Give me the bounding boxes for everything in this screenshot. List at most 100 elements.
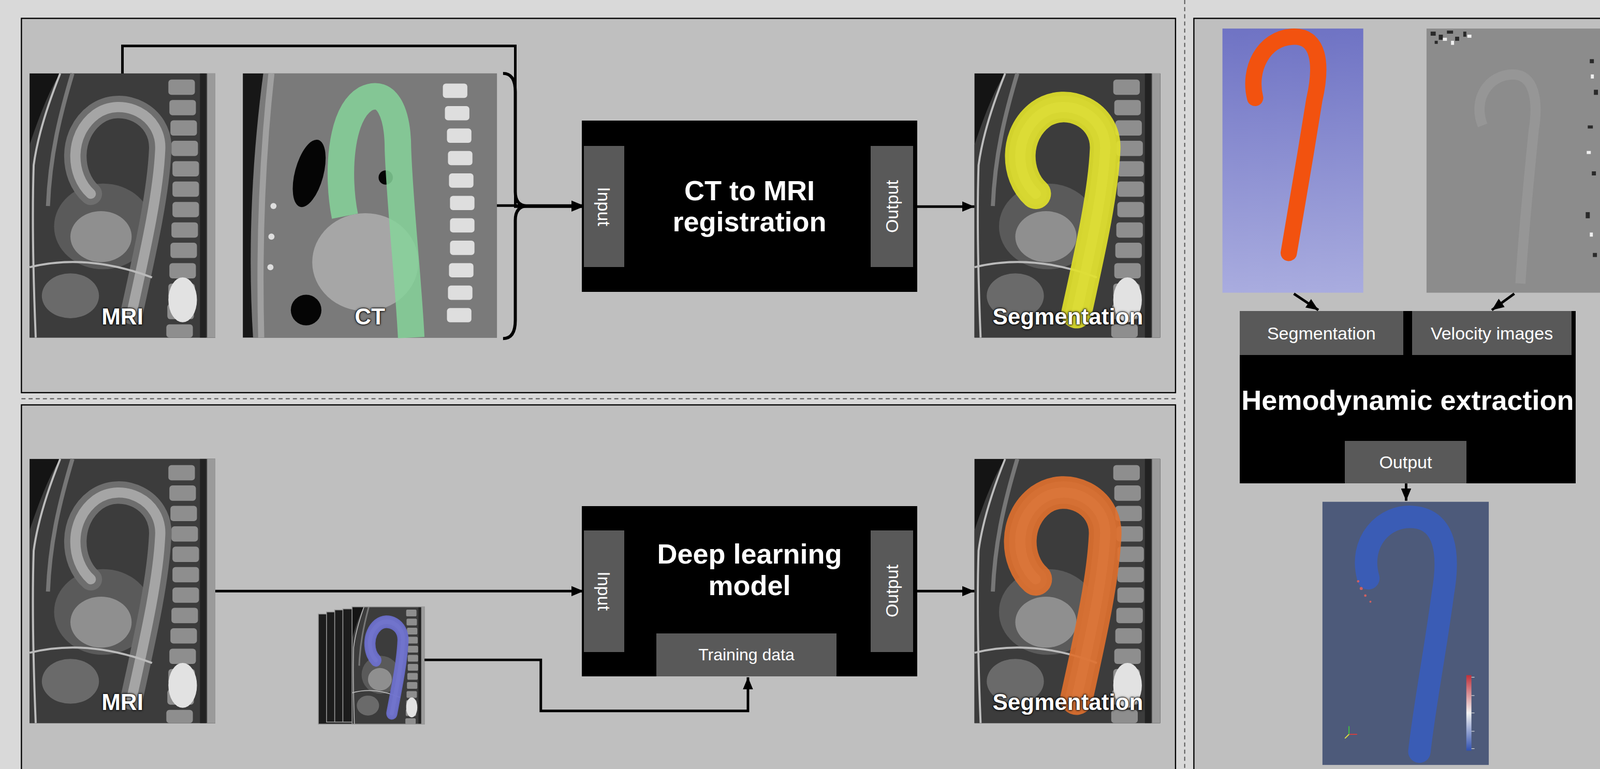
hemodynamic-result-image-part-part bbox=[1348, 734, 1358, 736]
hemodynamic-result-image bbox=[1322, 502, 1489, 766]
port-tab: Output bbox=[870, 530, 914, 653]
panels-part bbox=[21, 398, 1176, 400]
velocity-image-part-part bbox=[1430, 31, 1436, 36]
training-data-stack-part bbox=[351, 607, 425, 725]
velocity-image-part bbox=[1430, 30, 1598, 258]
hemodynamic-result-image-part bbox=[1356, 580, 1372, 604]
image-label: Segmentation bbox=[992, 303, 1143, 330]
process-box: CT to MRI registrationInputOutput bbox=[581, 120, 918, 292]
hemodynamic-result-image-part-part bbox=[1369, 600, 1372, 604]
ct-image-part bbox=[242, 73, 497, 338]
mri-image-top-part bbox=[29, 73, 216, 338]
aorta-3d-render bbox=[1222, 28, 1364, 293]
velocity-image-part-part bbox=[1439, 34, 1444, 40]
velocity-image bbox=[1426, 28, 1600, 293]
segmentation-image-bottom-part bbox=[1020, 492, 1106, 699]
process-box: Deep learning modelInputOutputTraining d… bbox=[581, 506, 918, 677]
hemodynamic-arrows-part bbox=[1404, 483, 1408, 502]
image-label: CT bbox=[354, 303, 386, 330]
training-data-stack bbox=[318, 607, 425, 725]
port-tab: Input bbox=[583, 530, 625, 653]
port-tab: Output bbox=[1344, 441, 1467, 484]
image-panel: CT bbox=[242, 73, 497, 339]
velocity-image-part-part bbox=[1593, 89, 1598, 95]
hemodynamic-result-image-part-part bbox=[1359, 586, 1363, 591]
velocity-image-part-part bbox=[1589, 232, 1593, 237]
port-tab: Output bbox=[870, 145, 914, 268]
hemodynamic-result-image-part bbox=[1322, 502, 1489, 766]
ct-image-part bbox=[267, 83, 475, 323]
hemodynamic-result-image-part-part bbox=[1344, 734, 1349, 739]
panels-part bbox=[21, 404, 1176, 769]
ct-image-part-part bbox=[443, 83, 468, 99]
segmentation-image-top-part bbox=[1020, 107, 1106, 314]
image-panel: Segmentation bbox=[974, 459, 1162, 724]
hemodynamic-result-image-part-part bbox=[1348, 726, 1350, 735]
ct-image-part-part bbox=[446, 307, 472, 323]
velocity-image-part-part bbox=[1585, 212, 1590, 219]
box-title: Hemodynamic extraction bbox=[1241, 384, 1574, 416]
ct-image-part bbox=[250, 73, 497, 338]
ct-image-part-part bbox=[444, 106, 469, 121]
ct-image-part-part bbox=[449, 195, 475, 211]
panels-part bbox=[21, 18, 1176, 393]
port-tab: Segmentation bbox=[1239, 311, 1403, 356]
ct-image-part bbox=[260, 73, 272, 338]
velocity-image-part-part bbox=[1455, 36, 1460, 41]
velocity-image-part-part bbox=[1463, 31, 1467, 37]
image-panel: MRI bbox=[29, 459, 216, 724]
segmentation-image-top bbox=[974, 73, 1161, 338]
hemodynamic-result-image-part-part bbox=[1471, 712, 1475, 714]
segmentation-image-bottom-part bbox=[974, 459, 1161, 724]
flow-arrow bbox=[496, 204, 584, 208]
panels-part bbox=[1193, 18, 1600, 769]
training-data-stack-part-part bbox=[351, 607, 425, 725]
flow-arrow bbox=[122, 46, 584, 207]
port-label: Input bbox=[594, 571, 614, 612]
hemodynamic-result-image-part bbox=[1466, 675, 1472, 752]
velocity-image-part-part bbox=[1450, 40, 1455, 46]
panels bbox=[21, 0, 1600, 769]
velocity-image-part-part bbox=[1446, 30, 1453, 34]
mri-image-bottom bbox=[29, 459, 216, 724]
velocity-image-part-part bbox=[1434, 40, 1438, 44]
hemodynamic-result-image-part-part bbox=[1471, 748, 1475, 750]
image-panel: MRI bbox=[29, 73, 216, 339]
ct-image-part-part bbox=[446, 128, 472, 143]
velocity-image-part bbox=[1442, 34, 1594, 237]
velocity-image-part-part bbox=[1591, 171, 1596, 176]
ct-image-part-part bbox=[270, 202, 277, 210]
hemodynamic-arrows-part bbox=[1491, 294, 1515, 311]
ct-image-part-part bbox=[447, 151, 473, 166]
process-box: Hemodynamic extraction Segmentation Veloci… bbox=[1239, 311, 1576, 484]
ct-image bbox=[242, 73, 497, 338]
hemodynamic-result-image-part-part bbox=[1356, 580, 1360, 583]
velocity-image-part-part bbox=[1592, 253, 1597, 258]
port-label: Output bbox=[882, 180, 902, 233]
hemodynamic-result-image-part-part bbox=[1363, 594, 1367, 598]
ct-image-part-part bbox=[448, 173, 474, 188]
mri-image-bottom-part bbox=[29, 459, 216, 724]
velocity-image-part-part bbox=[1467, 34, 1472, 38]
velocity-image-part-part bbox=[1442, 37, 1447, 41]
ct-image-part-part bbox=[449, 218, 475, 233]
port-label: Velocity images bbox=[1430, 323, 1553, 344]
port-label: Training data bbox=[698, 646, 795, 665]
training-data-stack-part-part bbox=[370, 621, 404, 714]
hemodynamic-result-image-part bbox=[1366, 517, 1446, 753]
velocity-image-part-part bbox=[1589, 59, 1594, 64]
flow-arrow bbox=[913, 205, 975, 209]
ct-image-part bbox=[290, 295, 322, 326]
port-label: Input bbox=[594, 186, 614, 227]
velocity-image-part-part bbox=[1586, 151, 1591, 155]
image-label: MRI bbox=[101, 689, 144, 715]
ct-image-part-part bbox=[268, 233, 275, 240]
segmentation-image-bottom bbox=[974, 459, 1161, 724]
ct-image-part-part bbox=[267, 263, 274, 271]
mri-image-top bbox=[29, 73, 216, 338]
ct-image-part bbox=[286, 136, 332, 211]
velocity-image-part bbox=[1426, 28, 1600, 293]
hemodynamic-result-image-part bbox=[1471, 677, 1475, 750]
ct-image-part-part bbox=[448, 262, 474, 278]
